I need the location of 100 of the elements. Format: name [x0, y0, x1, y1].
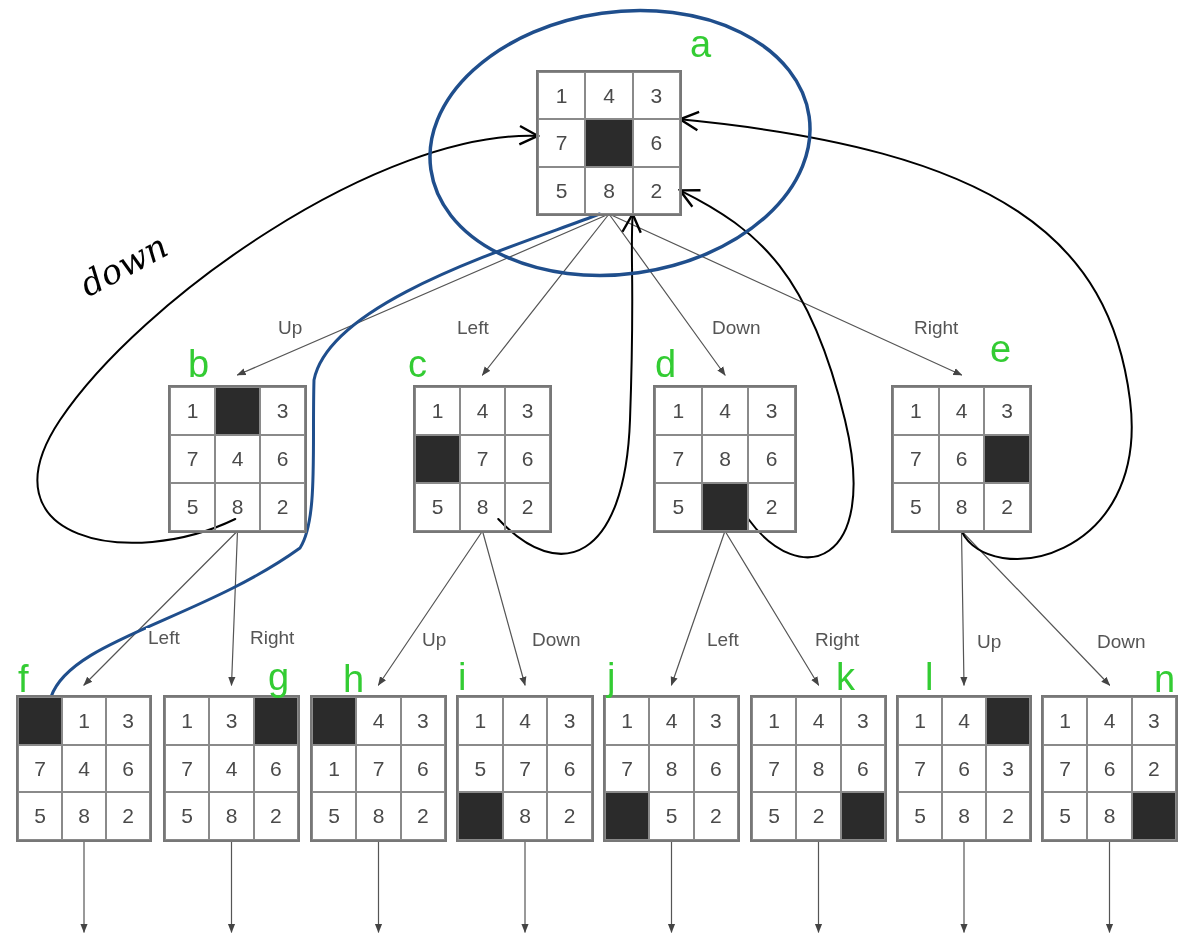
- node-letter: c: [408, 345, 427, 383]
- number-tile: 7: [655, 435, 702, 483]
- node-letter: d: [655, 345, 677, 383]
- number-tile: 4: [649, 697, 694, 745]
- number-tile: 8: [502, 792, 548, 840]
- node-letter: k: [836, 658, 855, 696]
- number-tile: 5: [898, 792, 942, 840]
- edge-label: Down: [1095, 632, 1148, 651]
- blank-tile: [840, 792, 885, 840]
- number-tile: 4: [215, 435, 260, 483]
- puzzle-grid: [168, 385, 307, 533]
- number-tile: 5: [170, 483, 215, 531]
- number-tile: 4: [701, 387, 749, 435]
- puzzle-grid: [1041, 695, 1178, 842]
- edge-label: Left: [146, 628, 182, 647]
- number-tile: 7: [356, 744, 401, 793]
- number-tile: 6: [938, 435, 985, 483]
- number-tile: 2: [260, 483, 305, 531]
- blank-tile: [1131, 792, 1176, 840]
- edge-label: Left: [705, 630, 741, 649]
- blank-tile: [701, 483, 749, 531]
- number-tile: 6: [260, 435, 305, 483]
- blank-tile: [984, 435, 1030, 483]
- edge-label: Right: [813, 630, 862, 649]
- arrow: [377, 530, 484, 686]
- arrow: [228, 530, 239, 686]
- number-tile: 4: [62, 744, 106, 793]
- number-tile: 8: [701, 435, 749, 483]
- number-tile: 2: [400, 792, 445, 840]
- number-tile: 1: [170, 387, 215, 435]
- number-tile: 5: [752, 792, 797, 840]
- arrow: [83, 530, 239, 686]
- number-tile: 4: [460, 387, 505, 435]
- arrow: [227, 839, 236, 933]
- number-tile: 4: [356, 697, 401, 745]
- number-tile: 8: [796, 744, 841, 793]
- number-tile: 6: [632, 119, 680, 167]
- blank-tile: [585, 119, 633, 167]
- number-tile: 4: [1087, 697, 1132, 745]
- number-tile: 1: [415, 387, 460, 435]
- number-tile: 7: [538, 119, 586, 167]
- arrow: [80, 839, 88, 933]
- number-tile: 8: [460, 483, 505, 531]
- blank-tile: [18, 697, 62, 745]
- number-tile: 6: [693, 744, 738, 793]
- number-tile: 1: [605, 697, 650, 745]
- number-tile: 8: [62, 792, 106, 840]
- puzzle-grid: [896, 695, 1032, 842]
- node-letter: j: [607, 658, 616, 696]
- node-letter: i: [458, 658, 467, 696]
- arrow: [960, 530, 968, 686]
- arrow: [608, 213, 726, 376]
- number-tile: 7: [170, 435, 215, 483]
- number-tile: 1: [538, 72, 586, 120]
- curved-arrow: [678, 189, 855, 559]
- arrow: [521, 839, 529, 933]
- arrow: [960, 839, 968, 933]
- blank-tile: [605, 792, 650, 840]
- number-tile: 6: [505, 435, 550, 483]
- number-tile: 2: [632, 166, 680, 214]
- edge-label: Down: [710, 318, 763, 337]
- number-tile: 3: [986, 744, 1030, 793]
- number-tile: 2: [984, 483, 1030, 531]
- arrow: [481, 213, 610, 376]
- number-tile: 3: [984, 387, 1030, 435]
- number-tile: 3: [260, 387, 305, 435]
- arrow: [667, 839, 676, 933]
- number-tile: 2: [505, 483, 550, 531]
- number-tile: 3: [1131, 697, 1176, 745]
- edge-label: Right: [912, 318, 961, 337]
- number-tile: 6: [400, 744, 445, 793]
- number-tile: 2: [106, 792, 150, 840]
- number-tile: 1: [898, 697, 942, 745]
- puzzle-grid: [653, 385, 797, 533]
- number-tile: 4: [796, 697, 841, 745]
- number-tile: 7: [752, 744, 797, 793]
- number-tile: 8: [649, 744, 694, 793]
- edge-label: Up: [420, 630, 449, 649]
- number-tile: 6: [106, 744, 150, 793]
- number-tile: 6: [253, 744, 298, 793]
- puzzle-grid: [310, 695, 447, 842]
- number-tile: 5: [18, 792, 62, 840]
- number-tile: 1: [1043, 697, 1088, 745]
- number-tile: 5: [655, 483, 702, 531]
- number-tile: 8: [942, 792, 986, 840]
- number-tile: 4: [585, 72, 633, 120]
- number-tile: 8: [938, 483, 985, 531]
- number-tile: 7: [898, 744, 942, 793]
- number-tile: 4: [209, 744, 254, 793]
- node-letter: n: [1154, 660, 1176, 698]
- blank-tile: [215, 387, 260, 435]
- number-tile: 7: [893, 435, 939, 483]
- puzzle-grid: [891, 385, 1032, 533]
- number-tile: 5: [165, 792, 210, 840]
- node-letter: h: [343, 660, 365, 698]
- arrow: [724, 530, 820, 686]
- number-tile: 5: [538, 166, 586, 214]
- number-tile: 8: [209, 792, 254, 840]
- number-tile: 1: [752, 697, 797, 745]
- arrow: [670, 530, 726, 686]
